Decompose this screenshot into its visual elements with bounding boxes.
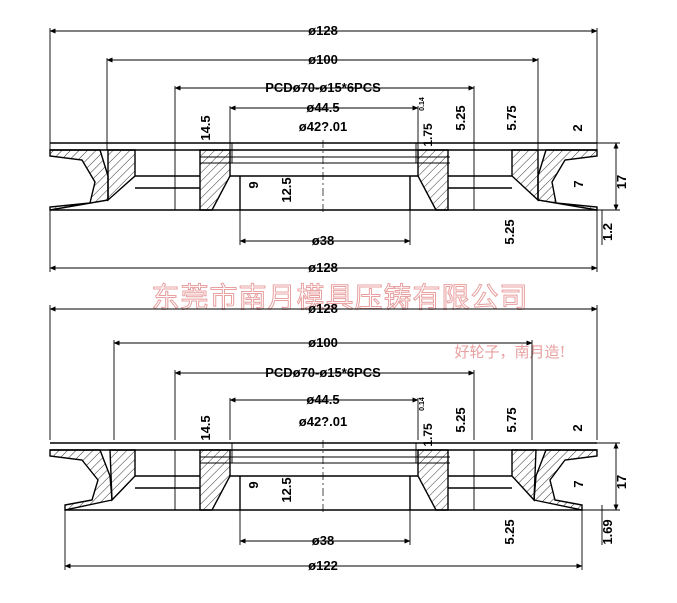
top-view: ø128 ø100 PCDø70-ø15*6PCS ø44.5 ø42?.01 … bbox=[49, 23, 629, 275]
dim-outer-top: ø128 bbox=[308, 301, 338, 316]
dim-14-5: 14.5 bbox=[198, 115, 213, 140]
dim-1-69: 1.69 bbox=[600, 519, 615, 544]
dim-5-25-b: 5.25 bbox=[502, 219, 517, 244]
dim-100: ø100 bbox=[308, 335, 338, 350]
dim-9: 9 bbox=[246, 181, 261, 188]
dim-pcd: PCDø70-ø15*6PCS bbox=[265, 80, 381, 95]
dim-38: ø38 bbox=[312, 233, 334, 248]
dim-12-5: 12.5 bbox=[279, 477, 294, 502]
dim-pcd: PCDø70-ø15*6PCS bbox=[265, 365, 381, 380]
dim-42: ø42?.01 bbox=[299, 414, 347, 429]
dim-1-75: 1.75 bbox=[421, 123, 435, 147]
dim-5-25-a: 5.25 bbox=[453, 407, 468, 432]
bottom-view: ø128 ø100 PCDø70-ø15*6PCS ø44.5 ø42?.01 … bbox=[49, 301, 629, 573]
dim-outer-bottom: ø122 bbox=[308, 558, 338, 573]
dim-44-5: ø44.5 bbox=[306, 392, 339, 407]
dim-44-5: ø44.5 bbox=[306, 100, 339, 115]
dim-outer-top: ø128 bbox=[308, 23, 338, 38]
dim-14-5: 14.5 bbox=[198, 415, 213, 440]
dim-9: 9 bbox=[246, 481, 261, 488]
dim-2: 2 bbox=[570, 424, 585, 431]
dim-outer-bottom: ø128 bbox=[308, 260, 338, 275]
dim-12-5: 12.5 bbox=[279, 177, 294, 202]
dim-100: ø100 bbox=[308, 52, 338, 67]
watermark-slogan: 好轮子，南月造! bbox=[454, 343, 565, 361]
dim-0-14: 0.14 bbox=[419, 397, 426, 411]
dim-1-75: 1.75 bbox=[421, 423, 435, 447]
dim-1-2: 1.2 bbox=[600, 223, 615, 241]
dim-7: 7 bbox=[571, 480, 586, 487]
dim-5-75: 5.75 bbox=[504, 105, 519, 130]
dim-38: ø38 bbox=[312, 533, 334, 548]
dim-7: 7 bbox=[571, 180, 586, 187]
dim-42: ø42?.01 bbox=[299, 119, 347, 134]
dim-2: 2 bbox=[570, 124, 585, 131]
dim-5-25-a: 5.25 bbox=[453, 105, 468, 130]
dim-5-25-b: 5.25 bbox=[502, 519, 517, 544]
dim-5-75: 5.75 bbox=[504, 407, 519, 432]
dim-0-14: 0.14 bbox=[419, 97, 426, 111]
